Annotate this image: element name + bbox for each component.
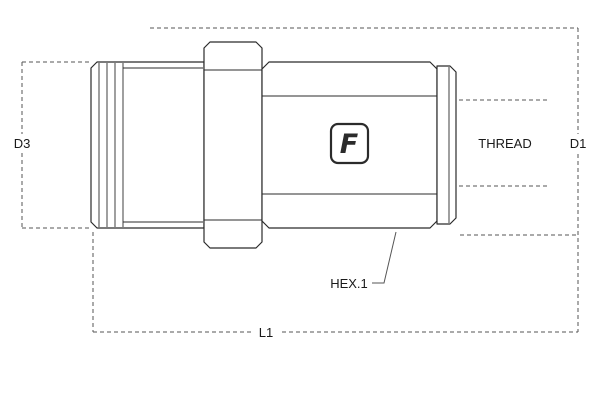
thread-label: THREAD — [478, 136, 531, 151]
hex1-label: HEX.1 — [330, 276, 368, 291]
hex1-leader-line — [372, 231, 397, 284]
brand-logo-letter: F — [340, 129, 359, 160]
brand-logo-badge — [329, 122, 370, 165]
d1-label-bg — [564, 134, 592, 152]
thread-end — [436, 65, 457, 225]
coupling-body — [90, 41, 457, 249]
d3-label-bg — [8, 134, 36, 152]
l1-label-bg — [252, 323, 280, 341]
l1-label: L1 — [259, 325, 273, 340]
d3-label: D3 — [14, 136, 31, 151]
hex-collar — [203, 41, 263, 249]
release-sleeve — [90, 61, 205, 229]
dimension-labels: D3 THREAD D1 HEX.1 L1 — [14, 136, 587, 340]
dimension-lines — [21, 27, 579, 333]
d1-label: D1 — [570, 136, 587, 151]
